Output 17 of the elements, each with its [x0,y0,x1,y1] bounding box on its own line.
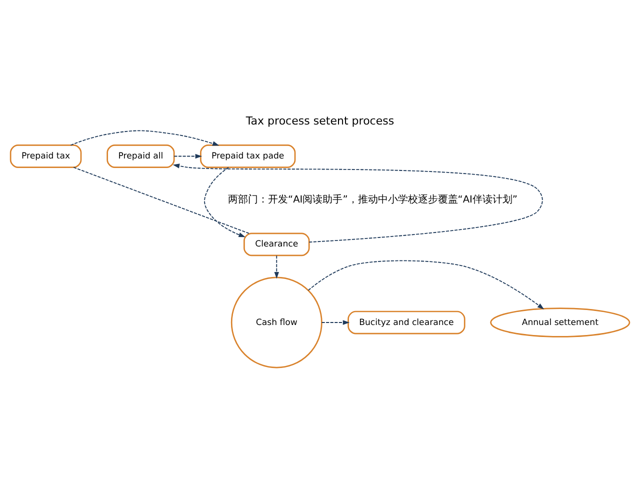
arrow [174,153,202,158]
node-ellipse: Annual settement [490,307,630,337]
node-box: Prepaid tax pade [200,144,296,168]
arrow [308,260,544,309]
diagram-title: Tax process setent process [246,114,394,128]
node-circle: Cash flow [230,276,322,368]
node-box: Bucityz and clearance [348,310,466,334]
arrow [172,163,543,242]
arrow [204,166,246,237]
node-box: Prepaid tax [10,144,82,168]
arrow [274,254,279,278]
label: 两部门：开发“AI阅读助手”，推动中小学校逐步覆盖“AI伴读计划” [228,194,518,206]
connector [73,166,250,234]
arrow [70,130,220,146]
node-box: Clearance [244,232,310,256]
node-box: Prepaid all [106,144,175,168]
arrow [321,320,350,324]
